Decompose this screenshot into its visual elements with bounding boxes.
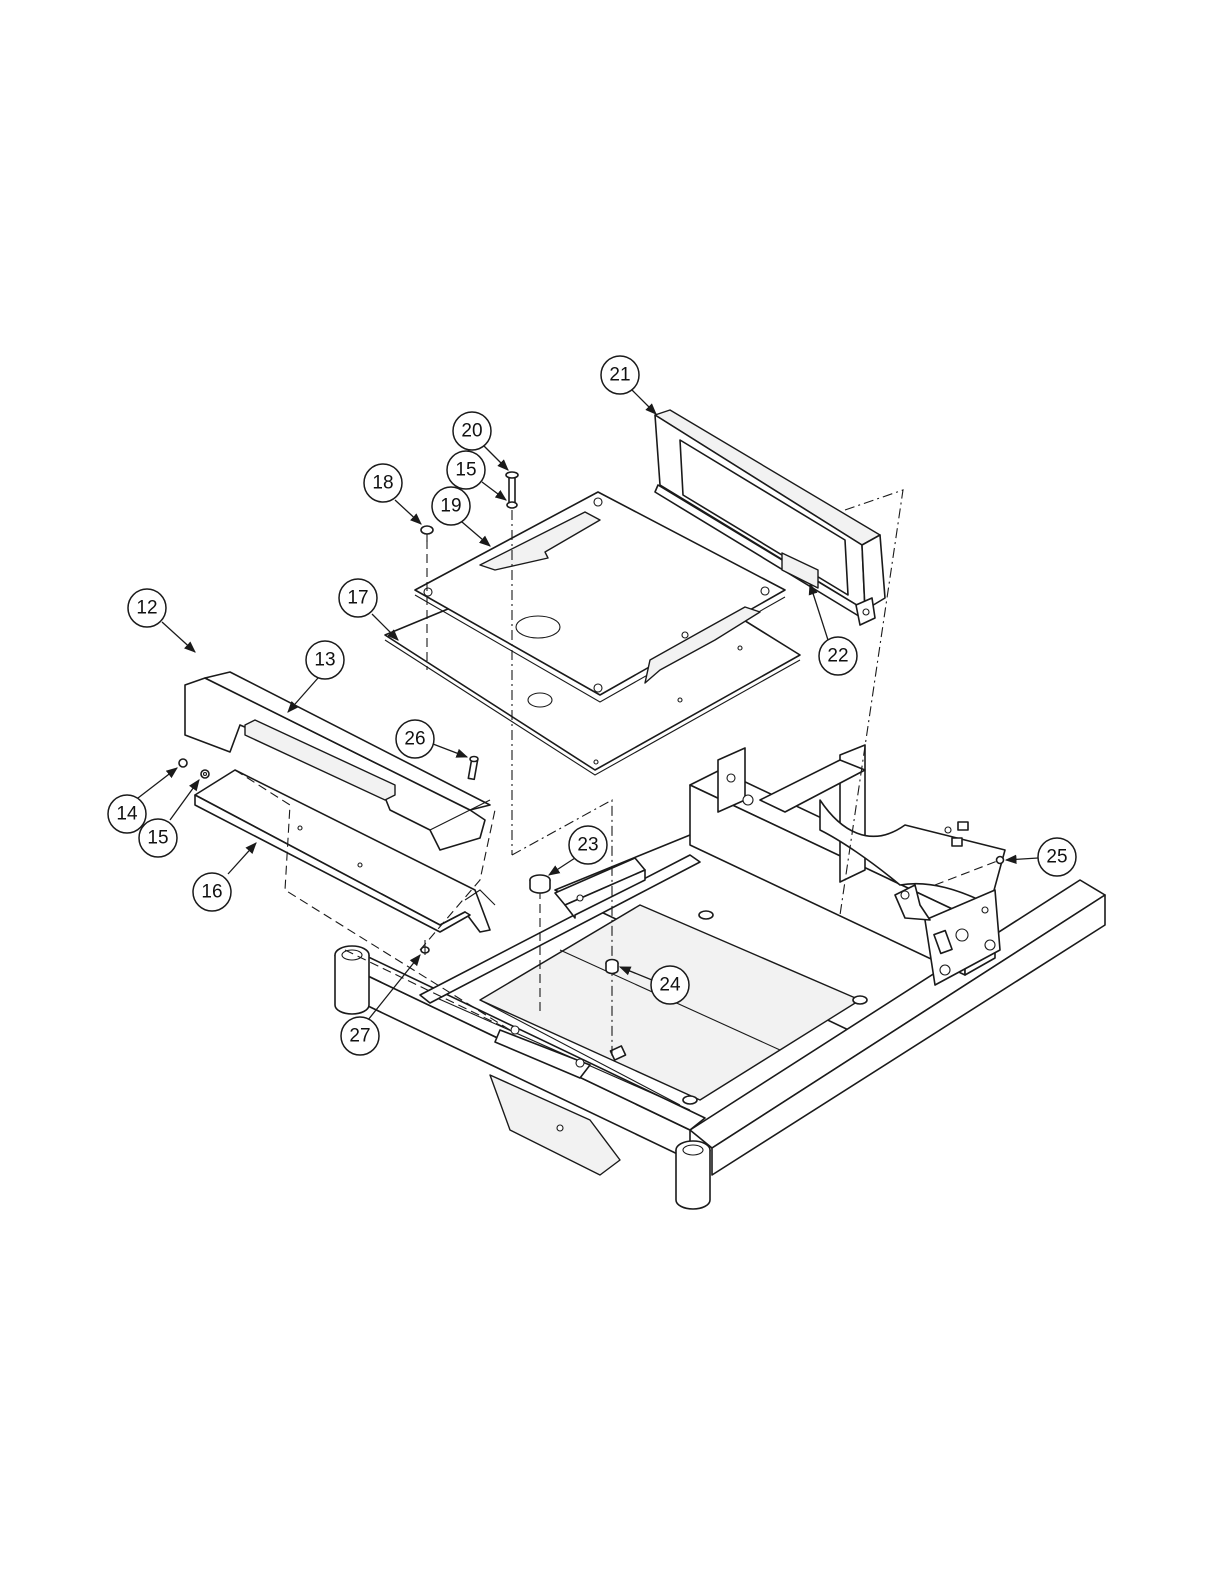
- callout-21: 21: [601, 356, 656, 414]
- callout-25-label: 25: [1046, 847, 1067, 868]
- callout-16-label: 16: [201, 882, 222, 903]
- callout-23-label: 23: [577, 835, 598, 856]
- callout-27-label: 27: [349, 1026, 370, 1047]
- callout-23: 23: [549, 826, 607, 875]
- callout-18: 18: [364, 464, 421, 524]
- callout-19: 19: [432, 487, 490, 546]
- callout-17-label: 17: [347, 588, 368, 609]
- callout-15-left: 15: [139, 780, 199, 857]
- callout-15-left-label: 15: [147, 828, 168, 849]
- callout-26: 26: [396, 720, 467, 758]
- callout-14-label: 14: [116, 804, 138, 825]
- callout-15-upper-label: 15: [455, 460, 476, 481]
- callout-25: 25: [1006, 838, 1076, 876]
- callout-26-label: 26: [404, 729, 425, 750]
- callout-13: 13: [288, 641, 344, 712]
- callout-24-label: 24: [659, 975, 681, 996]
- callout-12-label: 12: [136, 598, 157, 619]
- callout-16: 16: [193, 843, 256, 911]
- callout-12: 12: [128, 589, 195, 652]
- callout-21-label: 21: [609, 365, 630, 386]
- callout-13-label: 13: [314, 650, 335, 671]
- callout-17: 17: [339, 579, 398, 640]
- callout-19-label: 19: [440, 496, 461, 517]
- callout-22-label: 22: [827, 646, 848, 667]
- callout-20-label: 20: [461, 421, 482, 442]
- callout-18-label: 18: [372, 473, 393, 494]
